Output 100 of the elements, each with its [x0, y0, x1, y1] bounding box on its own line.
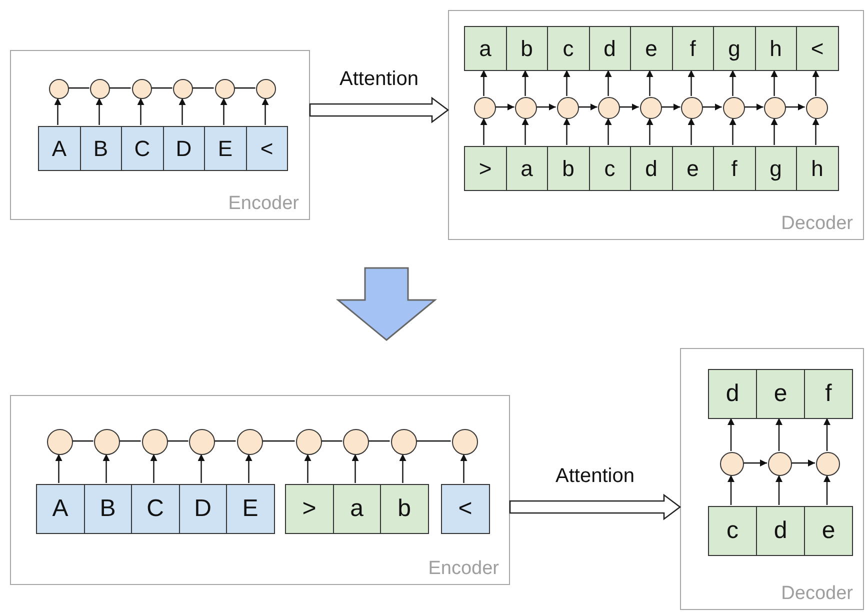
arrow	[399, 454, 406, 483]
arrow	[688, 118, 695, 145]
connector-line	[320, 440, 342, 442]
arrow	[536, 104, 556, 110]
state-circle	[296, 429, 322, 455]
token-cell: c	[588, 146, 631, 191]
token-cell: e	[756, 369, 805, 419]
token-cell: <	[796, 26, 838, 71]
state-circle	[214, 79, 235, 99]
token-cell: f	[672, 26, 714, 71]
state-circle	[598, 97, 620, 119]
arrow	[728, 475, 734, 505]
arrow	[776, 418, 782, 451]
state-circle	[681, 97, 704, 119]
token-cell: E	[226, 484, 274, 534]
arrow	[220, 98, 228, 125]
connector-line	[234, 87, 256, 89]
connector-line	[192, 87, 214, 89]
arrow	[304, 454, 312, 483]
connector-line	[68, 87, 90, 89]
token-cell: g	[713, 26, 756, 71]
token-cell: f	[713, 146, 756, 191]
arrow	[744, 104, 764, 110]
connector-line	[368, 440, 390, 442]
panel-frame	[448, 10, 864, 240]
token-cell: e	[630, 26, 672, 71]
arrow	[522, 70, 529, 96]
arrow	[522, 118, 529, 145]
token-cell: <	[441, 484, 490, 534]
token-cell: a	[464, 26, 506, 71]
token-cell: E	[204, 126, 246, 171]
state-circle	[474, 97, 496, 119]
arrow	[743, 460, 767, 466]
token-cell: >	[464, 146, 506, 191]
arrow	[245, 454, 252, 483]
state-circle	[806, 97, 828, 119]
token-cell: a	[332, 484, 381, 534]
state-circle	[722, 97, 745, 119]
block-arrow	[309, 96, 450, 124]
arrow	[646, 70, 654, 96]
arrow	[563, 70, 570, 96]
arrow	[824, 418, 830, 451]
connector-line	[214, 440, 236, 442]
arrow	[702, 104, 722, 110]
state-circle	[816, 452, 840, 476]
arrow	[55, 454, 62, 483]
token-cell: B	[84, 484, 132, 534]
state-circle	[720, 452, 744, 476]
arrow	[178, 98, 186, 125]
arrow	[480, 70, 488, 96]
state-circle	[132, 79, 152, 99]
token-cell: d	[588, 26, 631, 71]
edge-label: Attention	[556, 465, 634, 488]
token-cell: g	[754, 146, 797, 191]
state-circle	[640, 97, 662, 119]
state-circle	[768, 452, 792, 476]
arrow	[729, 118, 736, 145]
token-cell: d	[708, 369, 757, 419]
edge-label: Attention	[340, 68, 418, 91]
state-circle	[142, 429, 168, 455]
arrow	[646, 118, 654, 145]
arrow	[460, 454, 468, 483]
token-cell: f	[804, 369, 853, 419]
token-cell: B	[80, 126, 122, 171]
token-cell: A	[38, 126, 80, 171]
token-cell: D	[178, 484, 227, 534]
token-cell: b	[380, 484, 428, 534]
connector-line	[72, 440, 94, 442]
token-cell: e	[672, 146, 714, 191]
state-circle	[343, 429, 370, 455]
connector-line	[416, 440, 451, 442]
arrow	[563, 118, 570, 145]
panel-frame	[680, 348, 864, 610]
arrow	[776, 475, 782, 505]
token-cell: D	[162, 126, 205, 171]
token-cell: C	[131, 484, 180, 534]
arrow	[150, 454, 158, 483]
token-cell: b	[506, 26, 548, 71]
token-cell: d	[756, 506, 805, 556]
state-circle	[764, 97, 786, 119]
connector-line	[119, 440, 141, 442]
connector-line	[109, 87, 131, 89]
arrow	[660, 104, 680, 110]
arrow	[824, 475, 830, 505]
panel-label: Encoder	[228, 193, 299, 215]
arrow	[54, 98, 62, 125]
arrow	[262, 98, 269, 125]
arrow	[604, 118, 612, 145]
arrow	[137, 98, 144, 125]
arrow	[604, 70, 612, 96]
panel-label: Decoder	[781, 213, 853, 235]
connector-line	[150, 87, 172, 89]
token-cell: h	[754, 26, 797, 71]
arrow	[812, 118, 820, 145]
arrow	[729, 70, 736, 96]
arrow	[770, 118, 778, 145]
arrow	[785, 104, 805, 110]
token-cell: c	[708, 506, 757, 556]
token-cell: d	[630, 146, 672, 191]
panel-label: Decoder	[781, 583, 853, 605]
